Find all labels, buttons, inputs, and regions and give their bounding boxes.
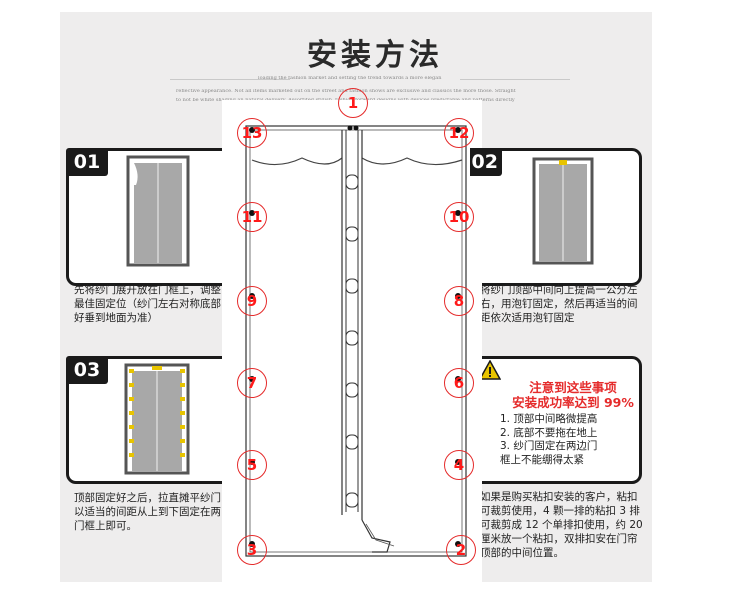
- step-03-badge: 03: [66, 356, 108, 384]
- page-title: 安装方法: [307, 38, 443, 73]
- marker-8: 8: [444, 286, 474, 316]
- marker-4: 4: [444, 450, 474, 480]
- marker-10: 10: [444, 202, 474, 232]
- marker-2: 2: [446, 535, 476, 565]
- step-02-door-illustration: [532, 157, 594, 265]
- marker-13: 13: [237, 118, 267, 148]
- step-03-door-illustration: [124, 363, 190, 475]
- warning-triangle-icon: [479, 360, 501, 380]
- marker-3: 3: [237, 535, 267, 565]
- title-divider-right: [460, 79, 570, 80]
- marker-9: 9: [237, 286, 267, 316]
- subtitle-line: loading the fashion market and setting t…: [258, 76, 442, 81]
- step-01-text: 先将纱门展开放在门框上，调整 最佳固定位（纱门左右对称底部 好垂到地面为准）: [74, 284, 221, 324]
- step-02-badge: 02: [470, 148, 502, 176]
- velcro-instruction-text: 如果是购买粘扣安装的客户，粘扣 可裁剪使用，4 颗一排的粘扣 3 排 可裁剪成 …: [480, 491, 643, 559]
- marker-6: 6: [444, 368, 474, 398]
- step-03-text: 顶部固定好之后，拉直摊平纱门 以适当的间距从上到下固定在两 门框上即可。: [74, 492, 221, 532]
- step-02-text: 将纱门顶部中间向上提高一公分左 右，用泡钉固定，然后再适当的间 距依次适用泡钉固…: [480, 284, 638, 324]
- notice-title: 注意到这些事项 安装成功率达到 99%: [512, 380, 634, 410]
- step-01-door-illustration: [126, 155, 190, 267]
- title-divider-left: [170, 79, 290, 80]
- magnetic-curtain-diagram: [245, 125, 467, 557]
- step-01-badge: 01: [66, 148, 108, 176]
- marker-11: 11: [237, 202, 267, 232]
- marker-1: 1: [338, 88, 368, 118]
- curtain-diagram-overlay: [222, 100, 482, 582]
- marker-7: 7: [237, 368, 267, 398]
- marker-12: 12: [444, 118, 474, 148]
- marker-5: 5: [237, 450, 267, 480]
- notice-items: 1. 顶部中间略微提高 2. 底部不要拖在地上 3. 纱门固定在两边门 框上不能…: [500, 413, 598, 466]
